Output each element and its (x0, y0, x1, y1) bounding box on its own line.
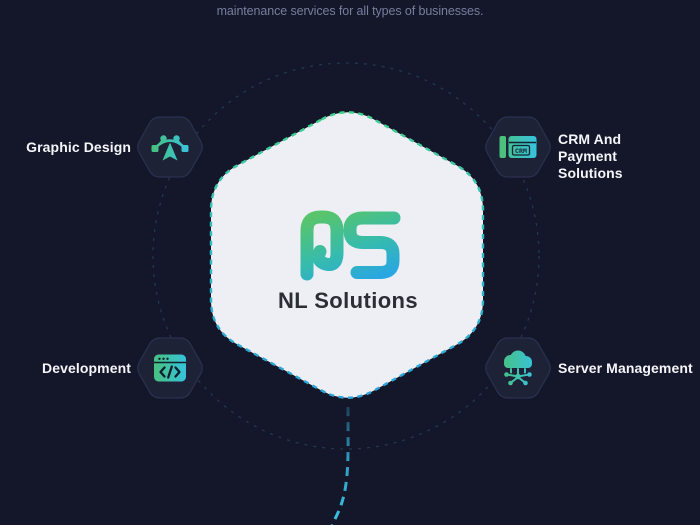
service-label-development[interactable]: Development (41, 360, 131, 376)
pen-tool-icon (151, 135, 189, 161)
crm-window-icon: CRM (499, 136, 537, 158)
monogram-letter-n (300, 210, 344, 281)
service-tile-development[interactable] (134, 335, 206, 401)
monogram-letter-s (343, 211, 401, 279)
center-hexagon (211, 112, 483, 398)
service-tile-crm-payment[interactable]: CRM (482, 114, 554, 180)
code-window-icon (154, 354, 186, 382)
service-label-graphic-design[interactable]: Graphic Design (26, 139, 131, 155)
brand-name: NL Solutions (277, 288, 419, 313)
service-label-crm-payment[interactable]: CRM And Payment Solutions (558, 131, 623, 181)
service-tile-graphic-design[interactable] (134, 114, 206, 180)
dashed-drop-line (330, 406, 350, 525)
cloud-network-icon (504, 350, 532, 386)
service-tile-server-management[interactable] (482, 335, 554, 401)
tagline-text: maintenance services for all types of bu… (216, 4, 484, 18)
service-label-server-management[interactable]: Server Management (558, 360, 693, 376)
crm-icon-text: CRM (515, 148, 527, 155)
brand-monogram (300, 210, 401, 281)
dashed-orbit-circle (152, 62, 540, 450)
